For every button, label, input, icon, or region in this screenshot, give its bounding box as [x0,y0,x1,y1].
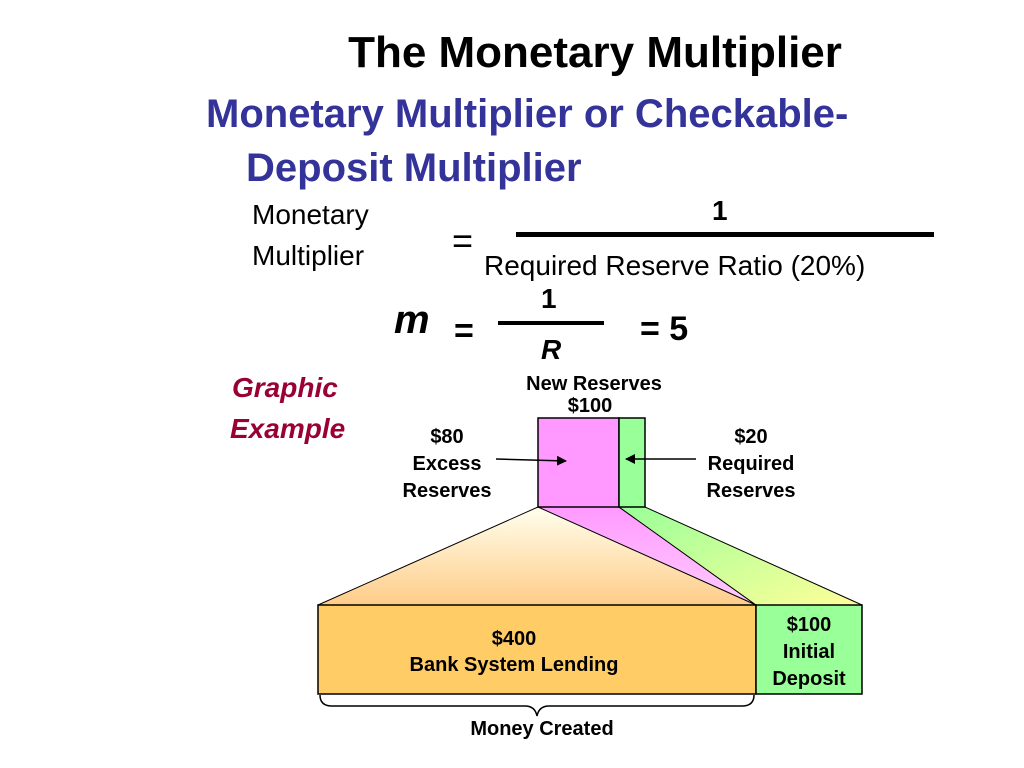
lending-label: Bank System Lending [410,654,619,676]
required-reserves-box [618,417,646,508]
excess-reserves-box [537,417,620,508]
formula-label-line1: Monetary [252,199,369,230]
new-reserves-label: New Reserves [526,373,662,395]
formula-result: = 5 [640,310,689,348]
slide-title: The Monetary Multiplier [348,28,842,77]
formula-denominator: Required Reserve Ratio (20%) [484,250,866,281]
deposit-label-line1: Initial [783,641,835,663]
initial-deposit-box [755,604,863,695]
slide-subtitle-line1: Monetary Multiplier or Checkable- [206,92,849,136]
formula-equals: = [452,220,474,261]
formula-symbol-m: m [394,298,430,342]
lending-amount: $400 [492,628,537,650]
new-reserves-amount: $100 [568,395,613,417]
formula-label-line2: Multiplier [252,240,365,271]
excess-arrow [495,455,567,466]
formula-numerator-2: 1 [541,283,557,314]
bank-lending-box [317,604,757,695]
required-amount: $20 [734,426,767,448]
required-label-line1: Required [708,453,795,475]
graphic-example-label-line2: Example [230,413,346,444]
formula-numerator: 1 [712,195,728,226]
formula-denominator-2: R [541,334,562,365]
required-label-line2: Reserves [707,480,796,502]
slide-subtitle-line2: Deposit Multiplier [246,146,582,190]
graphic-example-label-line1: Graphic [232,372,338,403]
money-created-brace [319,694,755,717]
excess-amount: $80 [430,426,463,448]
deposit-amount: $100 [787,614,832,636]
fraction-bar-2 [498,321,604,325]
money-created-label: Money Created [470,718,613,740]
excess-label-line2: Reserves [403,480,492,502]
fraction-bar [516,232,934,237]
excess-label-line1: Excess [413,453,482,475]
deposit-label-line2: Deposit [772,668,846,690]
formula-equals-2: = [454,312,474,350]
